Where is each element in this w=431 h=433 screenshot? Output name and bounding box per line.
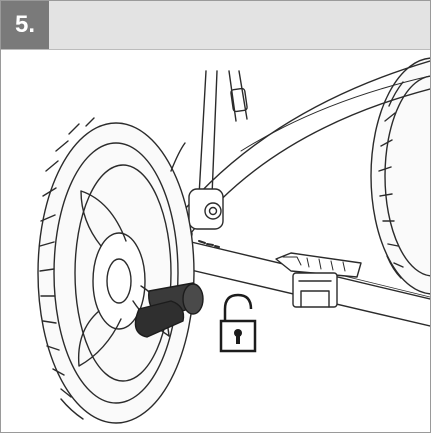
left-wheel <box>37 117 195 424</box>
stroller-brake-illustration <box>37 57 430 424</box>
right-wheel <box>370 57 430 295</box>
unlocked-padlock-icon <box>219 293 257 353</box>
brake-pedal <box>134 282 204 338</box>
step-number-badge: 5. <box>1 1 49 49</box>
step-header: 5. <box>1 1 430 50</box>
